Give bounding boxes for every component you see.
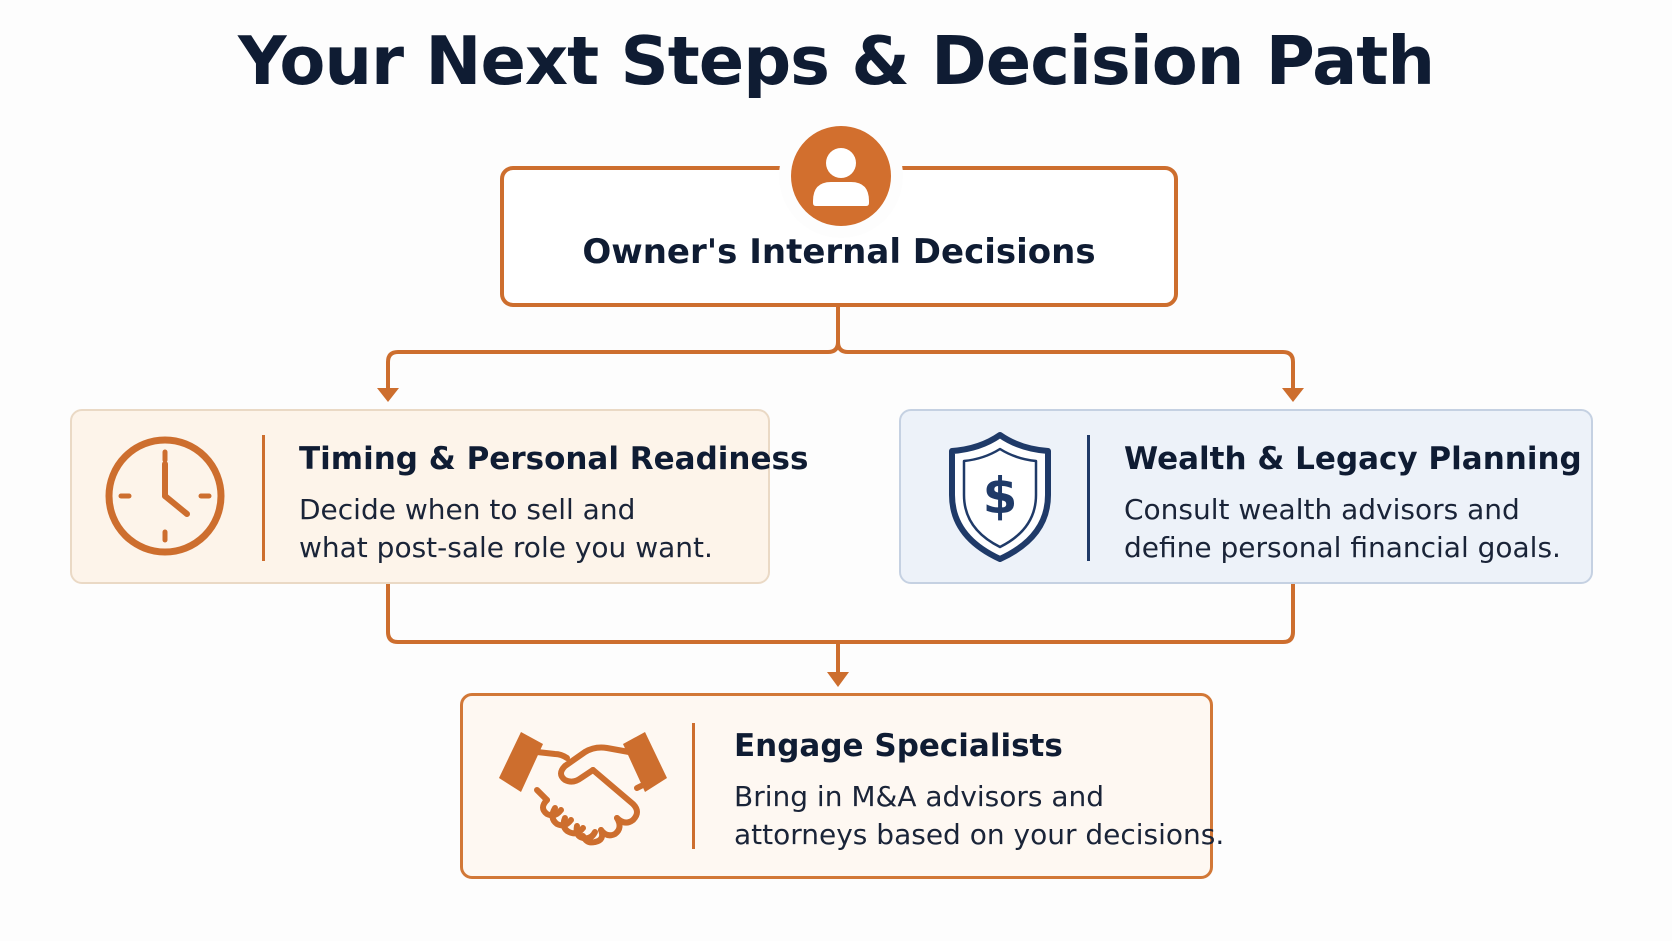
engage-card-title: Engage Specialists bbox=[734, 728, 1063, 764]
svg-text:$: $ bbox=[983, 467, 1018, 525]
arrowhead-wealth bbox=[1282, 388, 1304, 402]
connector-root-to-timing bbox=[386, 307, 840, 390]
connector-timing-to-engage bbox=[386, 584, 1295, 644]
connector-root-to-wealth bbox=[836, 307, 1295, 390]
wealth-card-line-1: Consult wealth advisors and bbox=[1124, 493, 1520, 526]
engage-card-line-1: Bring in M&A advisors and bbox=[734, 780, 1105, 813]
shield-dollar-icon: $ bbox=[949, 432, 1051, 562]
person-icon bbox=[791, 126, 891, 226]
wealth-card-line-2: define personal financial goals. bbox=[1124, 531, 1561, 564]
wealth-card-title: Wealth & Legacy Planning bbox=[1124, 441, 1582, 477]
engage-card-line-2: attorneys based on your decisions. bbox=[734, 818, 1225, 851]
engage-specialists-card: Engage Specialists Bring in M&A advisors… bbox=[460, 693, 1224, 879]
timing-card-line-2: what post-sale role you want. bbox=[299, 531, 713, 564]
arrowhead-engage bbox=[827, 672, 849, 687]
root-decision-label: Owner's Internal Decisions bbox=[582, 232, 1096, 272]
timing-readiness-card: Timing & Personal Readiness Decide when … bbox=[70, 409, 808, 584]
card-divider bbox=[692, 723, 695, 849]
arrowhead-timing bbox=[377, 388, 399, 402]
owner-badge bbox=[779, 114, 903, 238]
timing-card-title: Timing & Personal Readiness bbox=[299, 441, 809, 477]
clock-icon bbox=[105, 436, 225, 556]
card-divider bbox=[1087, 435, 1090, 561]
wealth-legacy-card: $ Wealth & Legacy Planning Consult wealt… bbox=[899, 409, 1593, 584]
card-divider bbox=[262, 435, 265, 561]
page-title: Your Next Steps & Decision Path bbox=[237, 22, 1435, 100]
handshake-icon bbox=[499, 732, 667, 846]
timing-card-line-1: Decide when to sell and bbox=[299, 493, 636, 526]
